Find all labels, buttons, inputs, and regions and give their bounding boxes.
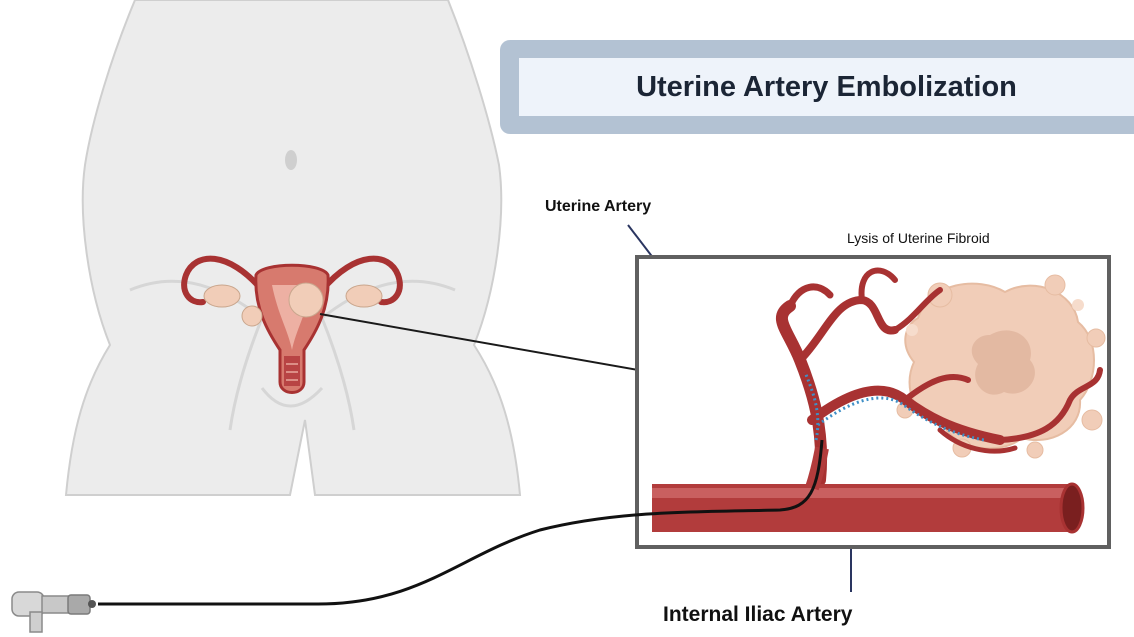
navel-icon bbox=[285, 150, 297, 170]
catheter-handle-icon bbox=[12, 592, 96, 632]
uterine-artery-label: Uterine Artery bbox=[545, 198, 651, 216]
side-fibroid-icon bbox=[242, 306, 262, 326]
small-fibroid-icon bbox=[289, 283, 323, 317]
left-ovary-icon bbox=[204, 285, 240, 307]
right-ovary-icon bbox=[346, 285, 382, 307]
internal-iliac-label: Internal Iliac Artery bbox=[663, 603, 852, 627]
body-silhouette bbox=[66, 0, 520, 495]
lysis-label: Lysis of Uterine Fibroid bbox=[847, 230, 990, 246]
page-title: Uterine Artery Embolization bbox=[519, 58, 1134, 116]
